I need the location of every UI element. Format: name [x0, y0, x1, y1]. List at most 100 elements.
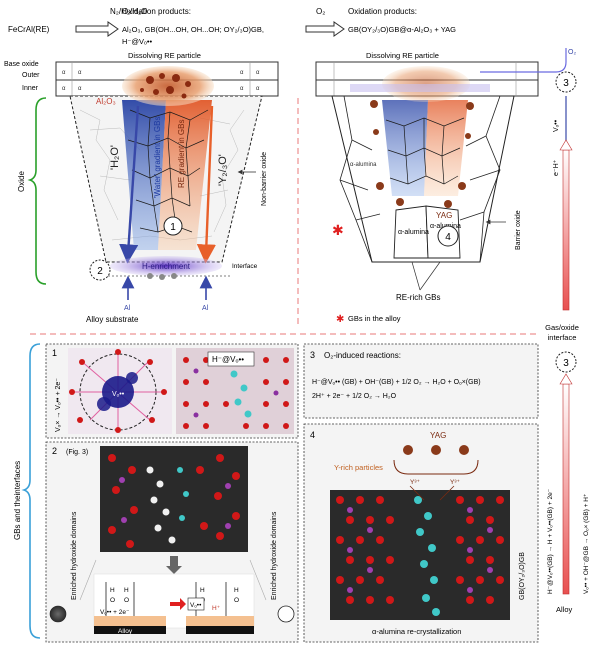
- y3-label-a: Y³⁺: [410, 479, 421, 486]
- bottom-section: GBs and theinterfaces 1 Vₒ× → Vₒ•• + 2e⁻…: [13, 343, 590, 643]
- hydrogen-atoms-2: [146, 466, 176, 544]
- red-transform-arrow: [170, 598, 186, 610]
- o-label: O: [110, 597, 115, 604]
- interface-label: Interface: [232, 263, 258, 270]
- products-line1: Al₂O₃, GB(OH...OH, OH...OH; OY₂/₃O)GB,: [122, 25, 264, 34]
- gbs-brace: [21, 343, 41, 639]
- y-flux-label: 'Y₂/₃O': [217, 154, 229, 186]
- alloy-layer-left: [94, 616, 166, 626]
- defect-label-box: [207, 351, 255, 367]
- re-rich-label: RE-rich GBs: [396, 293, 440, 302]
- products-line-right: GB(OY₂/₃O)GB@α-Al₂O₃ + YAG: [348, 25, 456, 34]
- step-circle-2: [89, 259, 111, 281]
- base-oxide-label: Base oxide: [4, 61, 39, 68]
- alpha-grains-left: α α α α α α α α: [62, 70, 260, 92]
- products-title-right: Oxidation products:: [348, 7, 417, 16]
- panel-3-eq1: H⁻@Vₒ•• (GB) + OH⁻(GB) + 1/2 O₂ → H₂O + …: [312, 379, 481, 386]
- panel-1-num: 1: [52, 348, 57, 358]
- panel-1-equation: Vₒ× → Vₒ•• + 2e⁻: [55, 378, 62, 432]
- al2o3-label: Al₂O₃: [96, 97, 116, 106]
- callout-line: [79, 559, 97, 601]
- alpha-label: α: [240, 86, 244, 92]
- step-circle-1: [163, 216, 183, 236]
- eh-flux-arrowhead: [559, 139, 573, 151]
- o2-flow-line: [480, 48, 567, 73]
- eh-label: e⁻H⁺: [553, 159, 560, 176]
- alloy-label-p2: Alloy: [118, 628, 133, 635]
- gbs-in-alloy-label: GBs in the alloy: [348, 314, 401, 323]
- o-label: O: [124, 597, 129, 604]
- step-circle-1-label: 1: [170, 222, 176, 233]
- panel-2-ref: (Fig. 3): [66, 449, 88, 456]
- oxygen-atoms-1: [69, 349, 167, 433]
- left-hex-marker: [49, 605, 67, 623]
- h2o-flux-label: 'H₂O': [109, 145, 121, 170]
- h-enrichment-zone: [110, 256, 222, 276]
- dissolving-label: Dissolving RE particle: [128, 51, 201, 60]
- alpha-grains-right: α-alumina: [350, 162, 377, 168]
- panel-3-title: O₂-induced reactions:: [324, 351, 401, 360]
- reaction-arrow-right: [305, 21, 345, 37]
- y-flux-arrow: [196, 105, 216, 264]
- alloy-layer-right: [186, 616, 254, 626]
- vacancy-lobe: [126, 372, 138, 384]
- right-equation-1: H⁻@Vₒ••(GB) → H + Vₒ••(GB) + 2e⁻: [547, 488, 554, 594]
- panel-4-num: 4: [310, 430, 315, 440]
- oxide-brace: [27, 97, 47, 285]
- al-label-right: Al: [202, 305, 209, 312]
- lattice-1b: [183, 357, 289, 429]
- panel-3-num: 3: [310, 350, 315, 360]
- right-flux-bar: [562, 383, 570, 595]
- vo-label: Vₒ••: [553, 119, 560, 132]
- oxygen-atoms-2: [108, 454, 240, 548]
- alloy-substrate-label: Alloy substrate: [86, 315, 139, 324]
- gb-label-p4: GB(OY₂/₃O)GB: [519, 552, 526, 600]
- reactants-label: N₂/H₂/H₂O: [110, 7, 147, 16]
- gb-network-dark: [127, 109, 209, 233]
- down-arrow: [166, 556, 182, 574]
- top-left-panel: N₂/H₂/H₂O FeCrAl(RE) Oxidation products:…: [4, 7, 279, 324]
- gas-oxide-line1: Gas/oxide: [545, 323, 579, 332]
- legend-star: ✱: [336, 314, 344, 325]
- vacancy-box: [187, 597, 205, 611]
- products-line2: H⁻@Vₒ••: [122, 37, 152, 46]
- right-step-circle-3: [555, 351, 577, 373]
- gb-network-right: [385, 117, 465, 185]
- h-label: H: [124, 587, 129, 594]
- gas-oxide-line2: interface: [548, 333, 577, 342]
- alpha-grain-label: α-alumina: [350, 162, 377, 168]
- yag-label: YAG: [436, 211, 452, 220]
- reaction-arrow: [75, 21, 119, 37]
- non-barrier-label: Non-barrier oxide: [261, 152, 268, 206]
- h-label: H: [110, 587, 115, 594]
- alpha-label: α: [240, 70, 244, 76]
- panel-3: [303, 343, 539, 419]
- top-right-panel: O₂ Oxidation products: GB(OY₂/₃O)GB@α-Al…: [305, 7, 577, 325]
- alpha-label: α: [256, 86, 260, 92]
- barrier-oxide-label: Barrier oxide: [515, 210, 522, 250]
- inner-label: Inner: [22, 85, 39, 92]
- yag-bracket: [393, 459, 479, 475]
- vo-box-label: Vₒ••: [190, 602, 202, 609]
- oxide-label: Oxide: [17, 171, 26, 192]
- hplus-label: H⁺: [212, 605, 221, 612]
- panel-2-num: 2: [52, 446, 57, 456]
- water-gradient-label: 'Water' gradient in GBs: [153, 117, 162, 198]
- alpha-label: α: [78, 70, 82, 76]
- vo-eq-p2: Vₒ•• + 2e⁻: [100, 609, 130, 616]
- h-label: H: [234, 587, 239, 594]
- outer-label: Outer: [22, 72, 40, 79]
- h-label: H: [200, 587, 205, 594]
- gbs-side-label: GBs and theinterfaces: [13, 461, 22, 540]
- alpha-label: α: [62, 86, 66, 92]
- h2o-flux-arrow: [119, 105, 140, 264]
- yag-particle: [403, 445, 413, 455]
- blue-gb-zone: [382, 100, 428, 196]
- dissolving-label-right: Dissolving RE particle: [366, 51, 439, 60]
- panel-3-eq2: 2H⁺ + 2e⁻ + 1/2 O₂ → H₂O: [312, 393, 397, 400]
- callout-line: [249, 559, 267, 601]
- step-circle-4: [437, 225, 459, 247]
- yag-particle: [459, 445, 469, 455]
- products-title: Oxidation products:: [122, 7, 191, 16]
